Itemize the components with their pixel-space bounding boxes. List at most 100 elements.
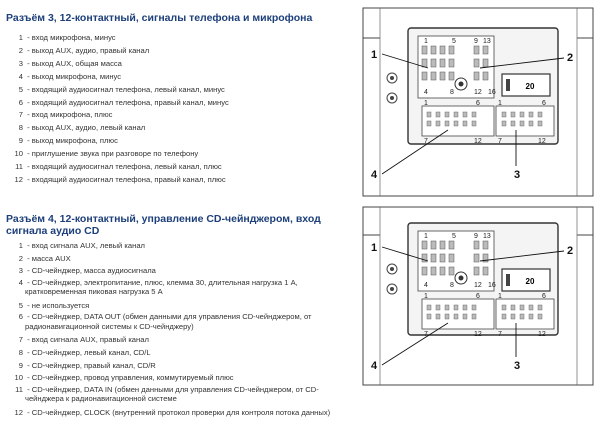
pin-item: 8 - CD-чейнджер, левый канал, CD/L bbox=[18, 347, 151, 357]
pin-label: 7 bbox=[498, 138, 502, 145]
section-title: Разъём 3, 12-контактный, сигналы телефон… bbox=[6, 12, 313, 24]
screw-icon bbox=[386, 72, 398, 84]
pin-label: 16 bbox=[488, 282, 496, 289]
pin-label: 12 bbox=[538, 331, 546, 338]
pin-label: 6 bbox=[542, 293, 546, 300]
screw-icon bbox=[390, 287, 394, 291]
pin-label: 9 bbox=[474, 233, 478, 240]
pin-label: 4 bbox=[424, 89, 428, 96]
pin-label: 7 bbox=[498, 331, 502, 338]
pin-20-marker bbox=[506, 79, 510, 91]
callout-3: 3 bbox=[514, 169, 520, 181]
key-icon bbox=[458, 275, 464, 281]
pin-label: 6 bbox=[476, 293, 480, 300]
pin-grid bbox=[421, 240, 489, 276]
pin-item: 11 - входящий аудиосигнал телефона, левы… bbox=[15, 162, 222, 172]
pin-label: 5 bbox=[452, 38, 456, 45]
pin-item: 10 - приглушение звука при разговоре по … bbox=[14, 149, 199, 159]
pin-label: 9 bbox=[474, 38, 478, 45]
screw-icon bbox=[390, 267, 394, 271]
screw-icon bbox=[386, 263, 398, 275]
callout-line bbox=[381, 53, 429, 69]
pin-item: 4 - выход микрофона, минус bbox=[18, 71, 122, 81]
pin-label: 1 bbox=[424, 233, 428, 240]
pin-item: 2 - выход AUX, аудио, правый канал bbox=[18, 45, 150, 55]
callout-2: 2 bbox=[567, 52, 573, 64]
connector-3-section: Разъём 3, 12-контактный, сигналы телефон… bbox=[0, 0, 600, 205]
pin-label: 5 bbox=[452, 233, 456, 240]
connector-diagram-svg: 20 1 5 9 13 4 8 12 16 bbox=[362, 206, 594, 386]
pin-label: 6 bbox=[476, 100, 480, 107]
pin-label: 1 bbox=[424, 38, 428, 45]
pin-label: 6 bbox=[542, 100, 546, 107]
connector-4-section: Разъём 4, 12-контактный, управление CD-ч… bbox=[0, 205, 600, 427]
pin-item: 8 - выход AUX, аудио, левый канал bbox=[18, 123, 146, 133]
connector-diagram: 20 1 5 9 13 4 8 12 16 bbox=[362, 205, 600, 387]
pin-label: 1 bbox=[424, 293, 428, 300]
screw-icon bbox=[386, 92, 398, 104]
callout-2: 2 bbox=[567, 245, 573, 257]
pin-label: 13 bbox=[483, 38, 491, 45]
pin-label: 12 bbox=[474, 89, 482, 96]
pin-label: 7 bbox=[424, 331, 428, 338]
callout-4: 4 bbox=[371, 169, 378, 181]
pin-label: 13 bbox=[483, 233, 491, 240]
pin-item: 12 - CD-чейнджер, CLOCK (внутренний прот… bbox=[14, 407, 331, 417]
callout-1: 1 bbox=[371, 49, 377, 61]
pin-item: 4 - CD-чейнджер, электропитание, плюс, к… bbox=[18, 277, 298, 297]
pin-label: 1 bbox=[498, 100, 502, 107]
pin-label: 8 bbox=[450, 282, 454, 289]
pin-list: 1 - вход сигнала AUX, левый канал 2 - ма… bbox=[14, 240, 349, 419]
screw-icon bbox=[386, 283, 398, 295]
pin-label: 1 bbox=[424, 100, 428, 107]
screw-icon bbox=[390, 76, 394, 80]
pin-label: 12 bbox=[538, 138, 546, 145]
pin-list: 1 - вход микрофона, минус 2 - выход AUX,… bbox=[14, 32, 344, 187]
label-20: 20 bbox=[526, 82, 535, 91]
connector-diagram-svg: 20 1 5 9 13 4 8 12 16 bbox=[362, 7, 594, 197]
pin-item: 7 - вход микрофона, плюс bbox=[18, 110, 113, 120]
pin-item: 3 - CD-чейнджер, масса аудиосигнала bbox=[18, 266, 156, 276]
pin-item: 3 - выход AUX, общая масса bbox=[18, 58, 122, 68]
callout-line bbox=[381, 246, 429, 262]
pin-label: 12 bbox=[474, 138, 482, 145]
pin-item: 9 - CD-чейнджер, правый канал, CD/R bbox=[18, 360, 156, 370]
pin-label: 4 bbox=[424, 282, 428, 289]
callout-line bbox=[381, 129, 449, 175]
pin-item: 6 - входящий аудиосигнал телефона, правы… bbox=[18, 97, 229, 107]
pin-item: 12 - входящий аудиосигнал телефона, прав… bbox=[14, 174, 226, 184]
small-pin-grid bbox=[426, 304, 543, 320]
pin-item: 2 - масса AUX bbox=[18, 253, 71, 263]
pin-label: 16 bbox=[488, 89, 496, 96]
callout-line bbox=[479, 57, 565, 69]
pin-item: 7 - вход сигнала AUX, правый канал bbox=[18, 335, 149, 345]
connector-diagram: 20 1 5 9 13 4 8 12 16 bbox=[362, 6, 600, 198]
pin-item: 11 - CD-чейнджер, DATA IN (обмен данными… bbox=[15, 384, 319, 404]
pin-item: 5 - входящий аудиосигнал телефона, левый… bbox=[18, 84, 225, 94]
pin-20-marker bbox=[506, 274, 510, 286]
callout-4: 4 bbox=[371, 360, 378, 372]
pin-block bbox=[417, 35, 495, 99]
pin-20-box bbox=[501, 268, 551, 292]
section-title: Разъём 4, 12-контактный, управление CD-ч… bbox=[6, 213, 321, 237]
callout-line bbox=[381, 322, 449, 366]
key-icon bbox=[458, 81, 464, 87]
pin-label: 1 bbox=[498, 293, 502, 300]
pin-item: 6 - CD-чейнджер, DATA OUT (обмен данными… bbox=[18, 312, 312, 331]
pin-grid bbox=[421, 45, 489, 81]
pin-item: 1 - вход сигнала AUX, левый канал bbox=[18, 241, 145, 250]
frame bbox=[362, 206, 594, 386]
pin-item: 5 - не используется bbox=[18, 300, 90, 310]
callout-3: 3 bbox=[514, 360, 520, 372]
pin-label: 7 bbox=[424, 138, 428, 145]
pin-label: 12 bbox=[474, 331, 482, 338]
callout-line bbox=[479, 250, 565, 262]
pin-item: 10 - CD-чейнджер, провод управления, ком… bbox=[14, 373, 234, 383]
label-20: 20 bbox=[526, 277, 535, 286]
callout-1: 1 bbox=[371, 242, 377, 254]
pin-item: 9 - выход микрофона, плюс bbox=[18, 136, 118, 146]
pin-label: 12 bbox=[474, 282, 482, 289]
pin-20-box bbox=[501, 73, 551, 97]
small-pin-grid bbox=[426, 111, 543, 127]
